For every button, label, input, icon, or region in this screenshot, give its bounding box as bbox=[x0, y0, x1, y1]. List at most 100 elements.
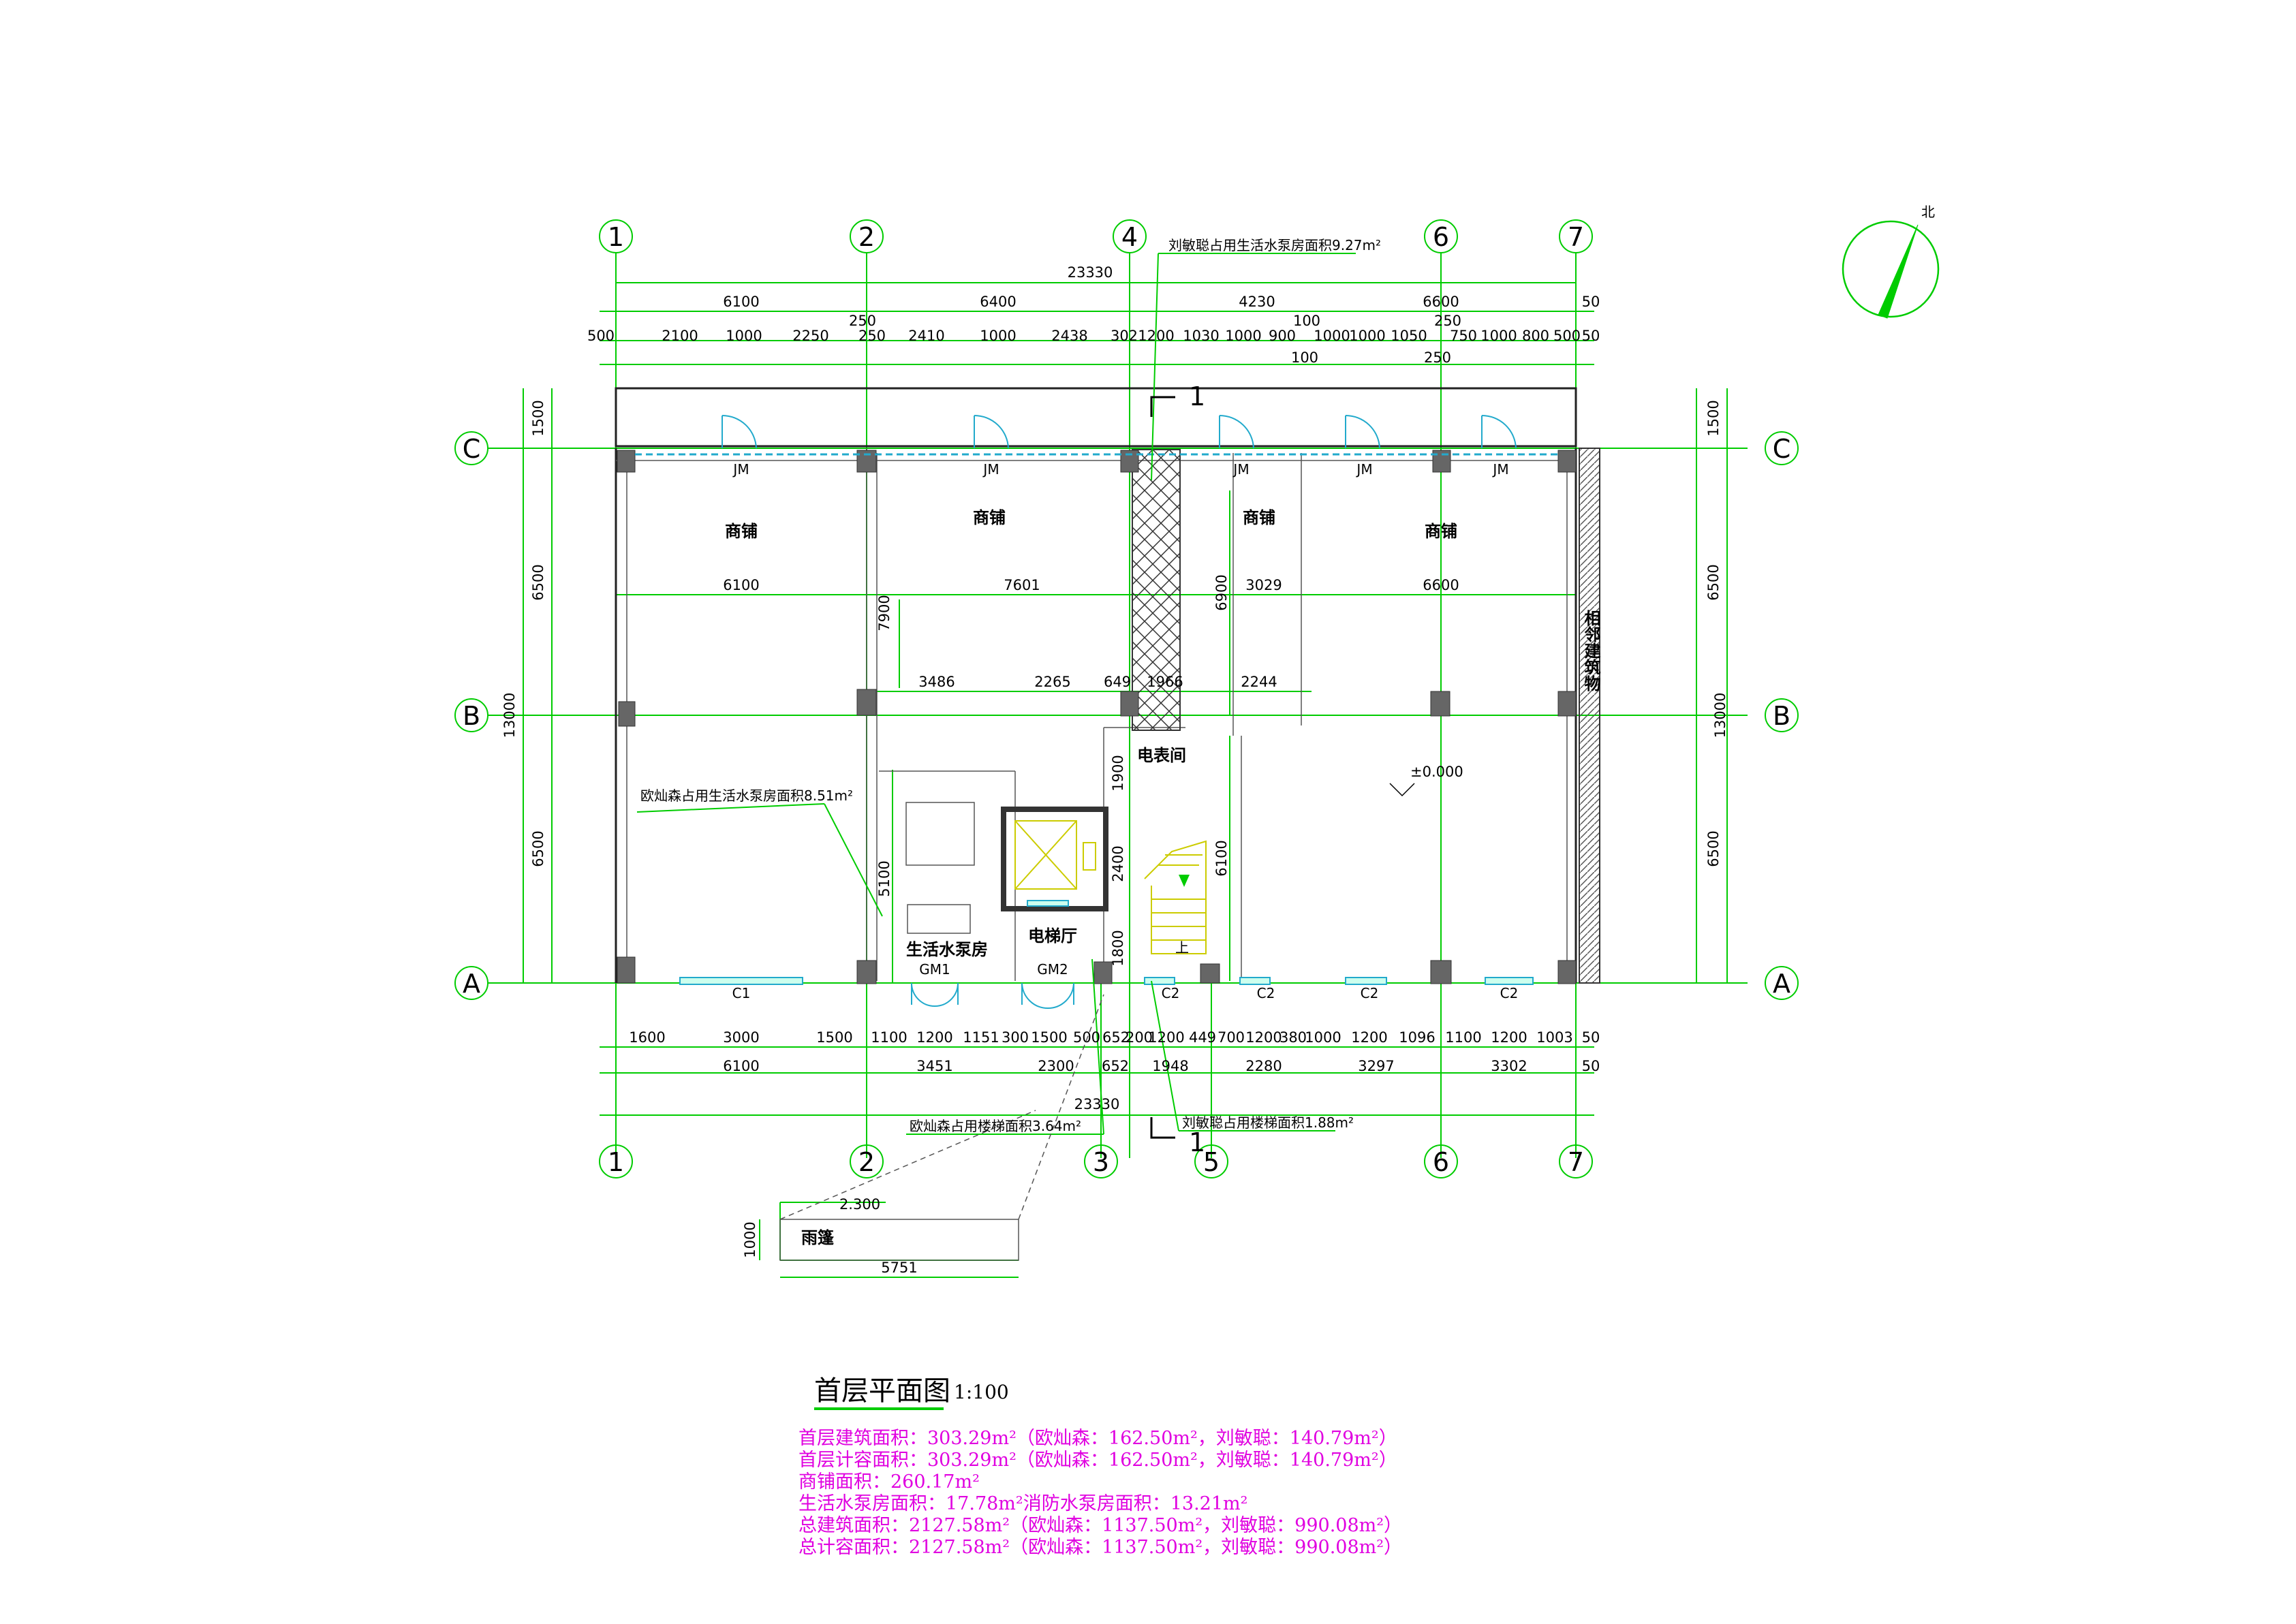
axis-left-c: C bbox=[463, 434, 481, 464]
dim-top-r3: 500 bbox=[1553, 328, 1581, 344]
dim-top-r3: 1000 bbox=[1314, 328, 1350, 344]
dim-inner-b: 3486 bbox=[918, 674, 955, 690]
dim-top-r3: 1000 bbox=[1225, 328, 1261, 344]
dim-top-r3: 50 bbox=[1582, 328, 1600, 344]
door-label-jm: JM bbox=[1491, 461, 1508, 478]
dim-top-r3: 2100 bbox=[662, 328, 698, 344]
inner-dimension-lines bbox=[616, 490, 1576, 983]
axis-bottom-5: 5 bbox=[1203, 1147, 1220, 1177]
dim-bot-r1: 652 bbox=[1102, 1029, 1130, 1046]
dim-inner-v: 6900 bbox=[1213, 574, 1230, 610]
dim-top-r3: 2438 bbox=[1051, 328, 1087, 344]
adjacent-building-strip bbox=[1579, 448, 1600, 984]
dim-top-r3: 1000 bbox=[726, 328, 762, 344]
window-label-c2: C2 bbox=[1361, 985, 1379, 1001]
adjacent-building-label: 相邻建筑物 bbox=[1581, 610, 1600, 691]
dim-top-r3: 1030 bbox=[1183, 328, 1219, 344]
dim-top-r3: 302 bbox=[1111, 328, 1138, 344]
axis-bottom-3: 3 bbox=[1093, 1147, 1109, 1177]
bottom-doors bbox=[911, 982, 1074, 1009]
dim-top-r3: 750 bbox=[1450, 328, 1477, 344]
canopy-outline bbox=[779, 1219, 1019, 1261]
dim-top-r3: 1050 bbox=[1391, 328, 1427, 344]
north-label: 北 bbox=[1921, 204, 1935, 220]
drawing-title: 首层平面图 bbox=[814, 1375, 950, 1407]
room-shop-4: 商铺 bbox=[1425, 522, 1457, 541]
note-line: 总计容面积：2127.58m²（欧灿森：1137.50m²，刘敏聪：990.08… bbox=[798, 1537, 1402, 1558]
dim-top-r3: 250 bbox=[858, 328, 886, 344]
dim-canopy-w: 5751 bbox=[881, 1260, 917, 1276]
dim-top-r2: 4230 bbox=[1239, 294, 1275, 310]
side-dimension-lines bbox=[504, 388, 1744, 984]
callout-leaders bbox=[636, 253, 1356, 1261]
dim-inner-mid: 3029 bbox=[1245, 577, 1282, 593]
hatched-shaft bbox=[1132, 449, 1181, 731]
dim-bot-r1: 449 bbox=[1189, 1029, 1216, 1046]
dim-top-small: 250 bbox=[1434, 313, 1461, 329]
top-callout: 刘敏聪占用生活水泵房面积9.27m² bbox=[1168, 237, 1381, 253]
door-label-jm: JM bbox=[732, 461, 749, 478]
left-callout: 欧灿森占用生活水泵房面积8.51m² bbox=[640, 787, 853, 804]
axis-bottom-2: 2 bbox=[858, 1147, 875, 1177]
door-label-gm1: GM1 bbox=[919, 961, 950, 978]
dim-bot-r2: 3302 bbox=[1491, 1058, 1527, 1074]
dim-top-r3: 1200 bbox=[1138, 328, 1174, 344]
room-shop-3: 商铺 bbox=[1243, 508, 1275, 527]
window-label-c1: C1 bbox=[732, 985, 751, 1001]
dim-inner-v: 7900 bbox=[876, 595, 893, 631]
dim-bot-r2: 1948 bbox=[1152, 1058, 1188, 1074]
axis-bottom-7: 7 bbox=[1568, 1147, 1584, 1177]
canopy-level: 2.300 bbox=[839, 1196, 880, 1213]
axis-left-b: B bbox=[463, 701, 480, 731]
dim-bot-r1: 380 bbox=[1279, 1029, 1307, 1046]
dim-top-r2: 50 bbox=[1582, 294, 1600, 310]
dim-top-r3: 1000 bbox=[1480, 328, 1517, 344]
dim-bot-r1: 50 bbox=[1582, 1029, 1600, 1046]
note-line: 总建筑面积：2127.58m²（欧灿森：1137.50m²，刘敏聪：990.08… bbox=[798, 1515, 1402, 1536]
dim-top-r2: 6400 bbox=[980, 294, 1016, 310]
note-line: 生活水泵房面积：17.78m²消防水泵房面积：13.21m² bbox=[798, 1493, 1247, 1514]
dim-top-r3: 800 bbox=[1522, 328, 1549, 344]
stair-up-label: 上 bbox=[1175, 939, 1189, 956]
dim-bot-r1: 1200 bbox=[1245, 1029, 1282, 1046]
dim-top-r3: 1000 bbox=[980, 328, 1016, 344]
stair bbox=[1144, 840, 1207, 954]
dim-bot-r1: 1500 bbox=[816, 1029, 852, 1046]
dim-inner-b: 1966 bbox=[1147, 674, 1183, 690]
dim-top-r3: 1000 bbox=[1349, 328, 1385, 344]
dim-bot-r1: 3000 bbox=[723, 1029, 759, 1046]
dim-inner-mid: 7601 bbox=[1004, 577, 1040, 593]
dim-top-r3: 500 bbox=[587, 328, 615, 344]
dim-bot-r1: 1200 bbox=[1491, 1029, 1527, 1046]
dim-bot-r1: 1500 bbox=[1031, 1029, 1067, 1046]
door-label-jm: JM bbox=[982, 461, 999, 478]
dim-bot-r1: 200 bbox=[1126, 1029, 1153, 1046]
dim-bot-r1: 1003 bbox=[1536, 1029, 1572, 1046]
dim-top-small: 100 bbox=[1291, 349, 1318, 366]
note-line: 首层计容面积：303.29m²（欧灿森：162.50m²，刘敏聪：140.79m… bbox=[798, 1450, 1397, 1471]
dim-bot-r2: 3451 bbox=[916, 1058, 952, 1074]
dim-bot-r1: 500 bbox=[1073, 1029, 1100, 1046]
section-mark-bottom: 1 bbox=[1189, 1127, 1205, 1157]
dim-bot-r1: 300 bbox=[1002, 1029, 1029, 1046]
axis-top-4: 4 bbox=[1121, 222, 1138, 252]
columns bbox=[617, 450, 1577, 984]
drawing-scale: 1:100 bbox=[954, 1381, 1009, 1403]
axis-top-7: 7 bbox=[1568, 222, 1584, 252]
axis-bottom-6: 6 bbox=[1433, 1147, 1449, 1177]
dim-top-r3: 2250 bbox=[792, 328, 828, 344]
canopy-projection-2 bbox=[1018, 994, 1104, 1220]
room-pump: 生活水泵房 bbox=[906, 940, 988, 959]
dim-inner-v: 1900 bbox=[1110, 755, 1126, 791]
dim-left-outer: 6500 bbox=[530, 564, 546, 600]
dim-top-small: 100 bbox=[1293, 313, 1320, 329]
axis-left-a: A bbox=[463, 969, 480, 999]
axis-right-c: C bbox=[1773, 434, 1791, 464]
canopy-label: 雨篷 bbox=[801, 1228, 835, 1247]
dim-top-small: 250 bbox=[849, 313, 876, 329]
dim-left-outer: 6500 bbox=[530, 830, 546, 866]
bottom-callout-left: 欧灿森占用楼梯面积3.64m² bbox=[910, 1118, 1081, 1134]
door-label-jm: JM bbox=[1355, 461, 1372, 478]
bottom-dimension-lines bbox=[600, 1046, 1594, 1116]
